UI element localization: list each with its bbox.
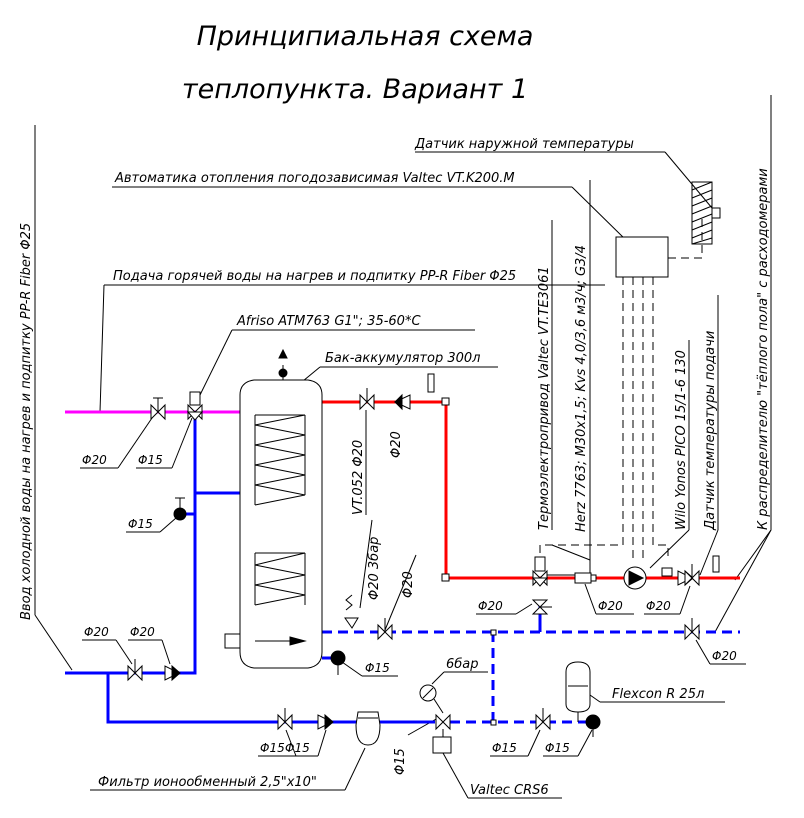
- valve-hot-outlet: [359, 388, 375, 411]
- hot-water-supply-label: Подача горячей воды на нагрев и подпитку…: [113, 269, 516, 284]
- gauge-label: 6бар: [446, 657, 479, 672]
- d20-label: Φ20: [82, 453, 107, 467]
- valve-blue-return: [377, 618, 393, 641]
- storage-tank: [224, 348, 323, 669]
- check-valve-hot-outlet: [393, 393, 411, 411]
- vt052-label: VT.052 Φ20: [351, 440, 366, 515]
- drain-valve-tank: [330, 650, 346, 675]
- valve-hot-water-inlet: [150, 397, 166, 421]
- to-manifold-label: К распределителю "тёплого пола" с расход…: [756, 168, 771, 530]
- outdoor-sensor-label: Датчик наружной температуры: [414, 137, 634, 152]
- filter-strainer: [574, 572, 597, 584]
- diameter-labels: Φ20 Φ15 Φ15 Φ20 Φ20 Φ15 Φ20 Φ20 Φ20 Φ20 …: [80, 417, 746, 757]
- d20-label: Φ20: [478, 599, 503, 613]
- crs6-label: Valtec CRS6: [470, 783, 549, 798]
- d20-label: Φ20: [130, 625, 155, 639]
- d15-label: Φ15: [285, 741, 310, 755]
- relief-valve-label: Φ20 3бар: [367, 537, 382, 600]
- d15-label: Φ15: [128, 517, 153, 531]
- supply-temp-sensor: [661, 567, 673, 577]
- circulation-pump: [623, 566, 647, 590]
- relief-valve-d20-label: Φ20: [401, 571, 416, 598]
- d15-label: Φ15: [138, 453, 163, 467]
- drain-valve-d15-left: [173, 497, 187, 521]
- outdoor-sensor-icon: [691, 181, 721, 245]
- flexcon-label: Flexcon R 25л: [612, 687, 704, 702]
- signal-lines: [539, 218, 703, 560]
- relief-valve: [344, 594, 359, 629]
- supply-sensor-label: Датчик температуры подачи: [703, 331, 718, 531]
- d20-label: Φ20: [598, 599, 623, 613]
- filter-label: Фильтр ионообменный 2,5"x10": [98, 775, 317, 790]
- crs6-d15-label: Φ15: [393, 748, 408, 775]
- check-valve-cold-inlet: [164, 664, 181, 682]
- title-line-2: теплопункта. Вариант 1: [182, 74, 528, 105]
- outdoor-sensor-callout: Датчик наружной температуры: [414, 137, 713, 209]
- valve-return-out: [684, 618, 700, 641]
- valve-supply-out: [684, 564, 700, 587]
- thermometer-supply: [712, 555, 720, 573]
- automation-label: Автоматика отопления погодозависимая Val…: [114, 171, 515, 186]
- ion-exchange-filter: [355, 711, 381, 746]
- mixing-valve-afriso: [186, 391, 204, 421]
- d20-label: Φ20: [646, 599, 671, 613]
- herz-label: Herz 7763; M30x1,5; Kvs 4,0/3,6 м3/ч; G3…: [574, 245, 589, 532]
- valve-filter-in: [277, 708, 293, 731]
- afriso-callout: Afriso ATM763 G1"; 35-60*C: [199, 314, 475, 396]
- expansion-vessel: [565, 661, 601, 737]
- wilo-label: Wilo Yonos PICO 15/1-6 130: [674, 350, 689, 530]
- d15-label: Φ15: [260, 741, 285, 755]
- dashed-cold-pipes: [322, 630, 740, 724]
- valve-bypass: [531, 599, 552, 615]
- three-way-valve-herz: [531, 556, 549, 587]
- hot-water-supply-callout: Подача горячей воды на нагрев и подпитку…: [99, 269, 605, 413]
- d15-label: Φ15: [365, 661, 390, 675]
- controller-box: [615, 236, 669, 278]
- valve-cold-inlet: [127, 659, 143, 682]
- afriso-label: Afriso ATM763 G1"; 35-60*C: [236, 314, 421, 329]
- d15-label: Φ15: [492, 741, 517, 755]
- valve-expansion: [535, 708, 551, 731]
- d20-label: Φ20: [712, 649, 737, 663]
- thermometer-hot: [427, 373, 435, 393]
- check-valve-filter: [317, 713, 334, 731]
- d20-label: Φ20: [84, 625, 109, 639]
- thermo-drive-label: Термоэлектропривод Valtec VT.TE3061: [537, 266, 552, 530]
- automation-callout: Автоматика отопления погодозависимая Val…: [112, 171, 629, 243]
- tank-label: Бак-аккумулятор 300л: [325, 351, 480, 366]
- d15-label: Φ15: [545, 741, 570, 755]
- vt052-d20-label: Φ20: [389, 431, 404, 458]
- cold-water-inlet-label: Ввод холодной воды на нагрев и подпитку …: [19, 223, 34, 620]
- title-line-1: Принципиальная схема: [197, 21, 534, 52]
- crs6-valve: [432, 713, 452, 754]
- pressure-gauge: [419, 684, 444, 714]
